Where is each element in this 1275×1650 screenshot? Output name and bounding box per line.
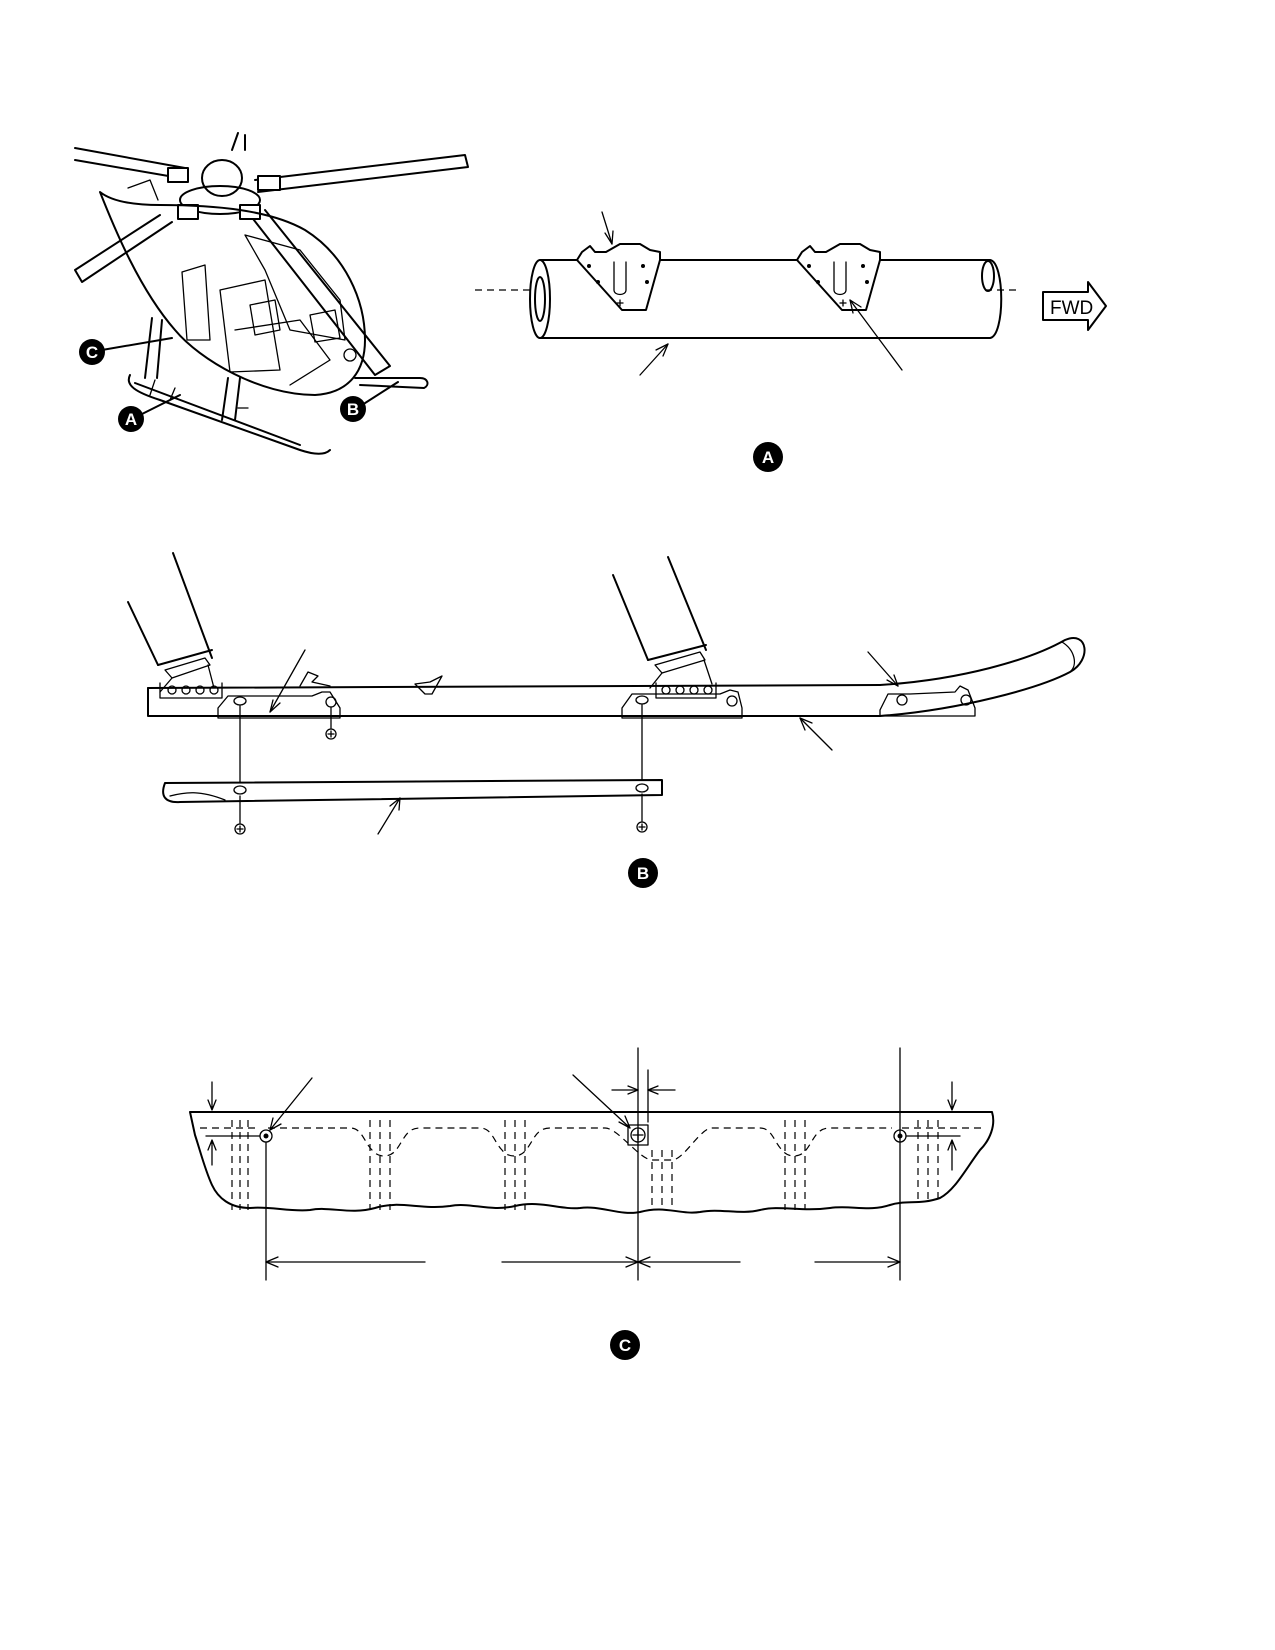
rotor-blades xyxy=(74,132,469,376)
fwd-arrow: FWD xyxy=(1042,281,1107,331)
screw-3 xyxy=(636,821,648,833)
svg-text:B: B xyxy=(347,400,359,419)
overview-callout-b: B xyxy=(340,396,366,422)
overview-leaders xyxy=(101,337,399,416)
overview-callout-a: A xyxy=(118,406,144,432)
svg-text:FWD: FWD xyxy=(1050,298,1093,319)
svg-text:C: C xyxy=(619,1336,631,1355)
svg-text:A: A xyxy=(125,410,137,429)
hidden-ribs xyxy=(231,1120,939,1210)
svg-text:A: A xyxy=(762,448,774,467)
overview-callout-c: C xyxy=(79,339,105,365)
tube-bracket-fwd xyxy=(796,243,881,311)
detail-a-callout: A xyxy=(753,442,783,472)
hole-aft xyxy=(259,1129,273,1143)
rotor-hub xyxy=(167,159,281,220)
front-strut xyxy=(612,556,713,689)
fuselage xyxy=(99,179,366,396)
detail-c: C xyxy=(189,1047,995,1360)
detail-c-callout: C xyxy=(610,1330,640,1360)
landing-gear xyxy=(127,317,429,455)
svg-text:B: B xyxy=(637,864,649,883)
detail-a: FWD A xyxy=(475,211,1107,472)
svg-text:C: C xyxy=(86,343,98,362)
detail-b: B xyxy=(127,552,1086,888)
screw-2 xyxy=(234,823,246,835)
detail-b-callout: B xyxy=(628,858,658,888)
removed-shoe xyxy=(162,779,663,804)
screw-1 xyxy=(325,728,337,740)
rear-fitting xyxy=(159,682,223,699)
helicopter-overview: C A B xyxy=(74,132,469,455)
tube-bracket-aft xyxy=(576,243,661,311)
rear-strut xyxy=(127,552,215,693)
